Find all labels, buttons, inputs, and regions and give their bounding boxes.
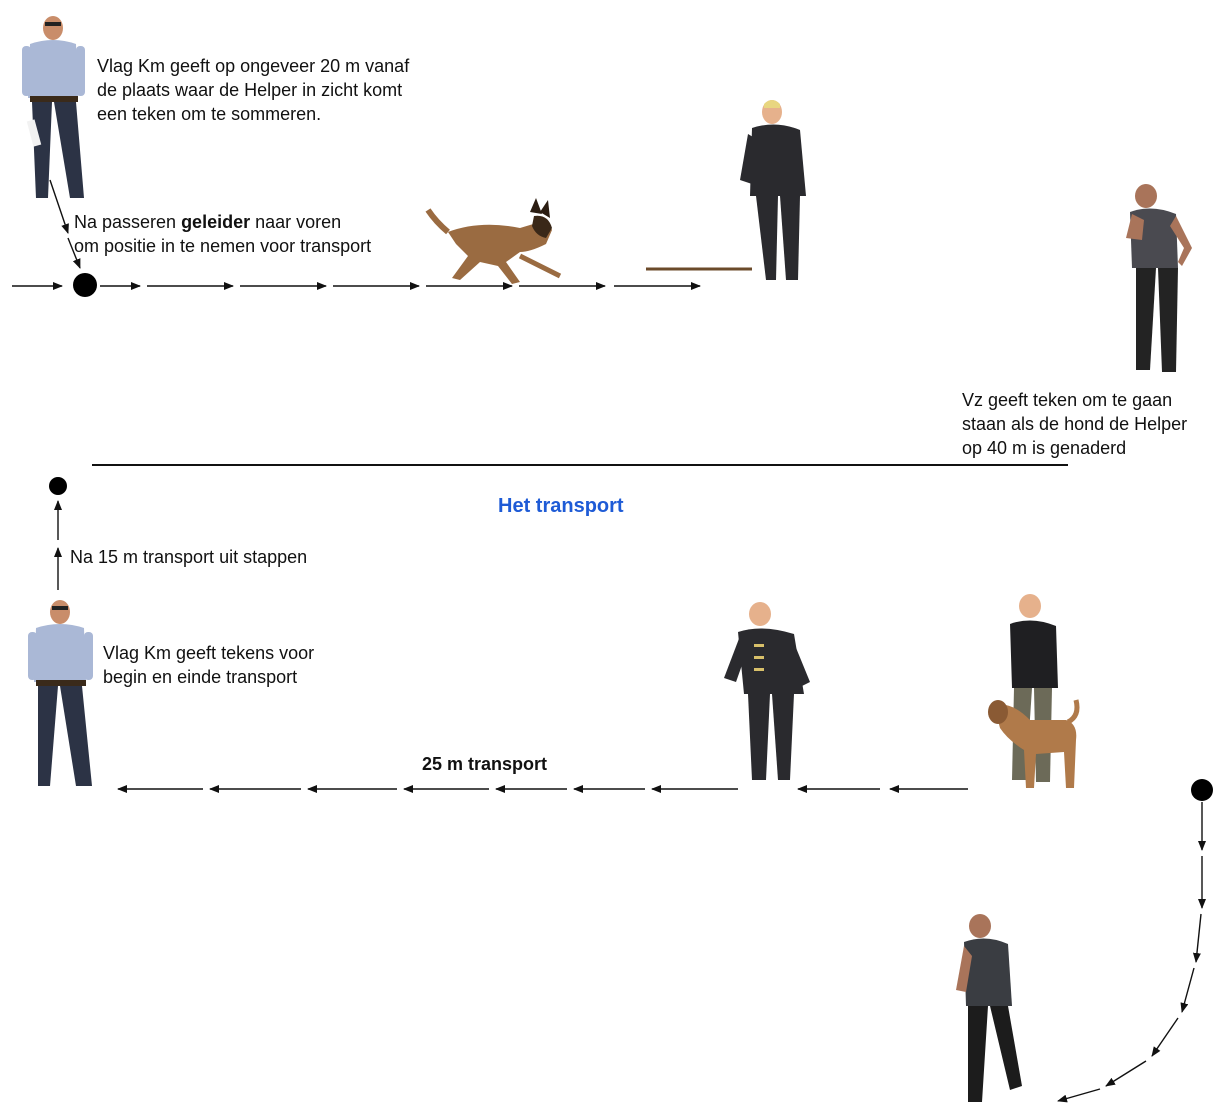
handler-instruction-bold: geleider (181, 212, 251, 232)
exit-position-dot (49, 477, 67, 495)
flag-km-instruction-bottom: Vlag Km geeft tekens voor begin en einde… (103, 643, 315, 687)
handler-arrow (67, 237, 81, 269)
handler-with-dog-figure (988, 594, 1080, 788)
helper-figure-top (740, 100, 806, 280)
exit-instruction: Na 15 m transport uit stappen (70, 547, 308, 567)
handler-instruction: Na passeren geleider naar voren om posit… (74, 210, 371, 258)
return-curve-arrows (1057, 802, 1206, 1103)
handler-instruction-part2: naar voren om positie in te nemen voor t… (74, 212, 372, 256)
helper-figure-bottom (724, 602, 810, 780)
handler-instruction-part1: Na passeren (74, 212, 182, 232)
vz-instruction: Vz geeft teken om te gaan staan als de h… (962, 390, 1188, 458)
transport-distance-label: 25 m transport (422, 754, 548, 774)
end-position-dot (1191, 779, 1213, 801)
flag-judge-figure-bottom (28, 600, 93, 786)
flag-km-instruction-top: Vlag Km geeft op ongeveer 20 m vanaf de … (97, 56, 410, 124)
judge-arrow (49, 179, 69, 234)
start-position-dot (73, 273, 97, 297)
section-title: Het transport (498, 495, 624, 517)
flag-judge-figure-top (22, 16, 85, 198)
walking-man-figure (956, 914, 1022, 1102)
vz-figure (1126, 184, 1192, 372)
dog-figure-running (425, 198, 562, 284)
